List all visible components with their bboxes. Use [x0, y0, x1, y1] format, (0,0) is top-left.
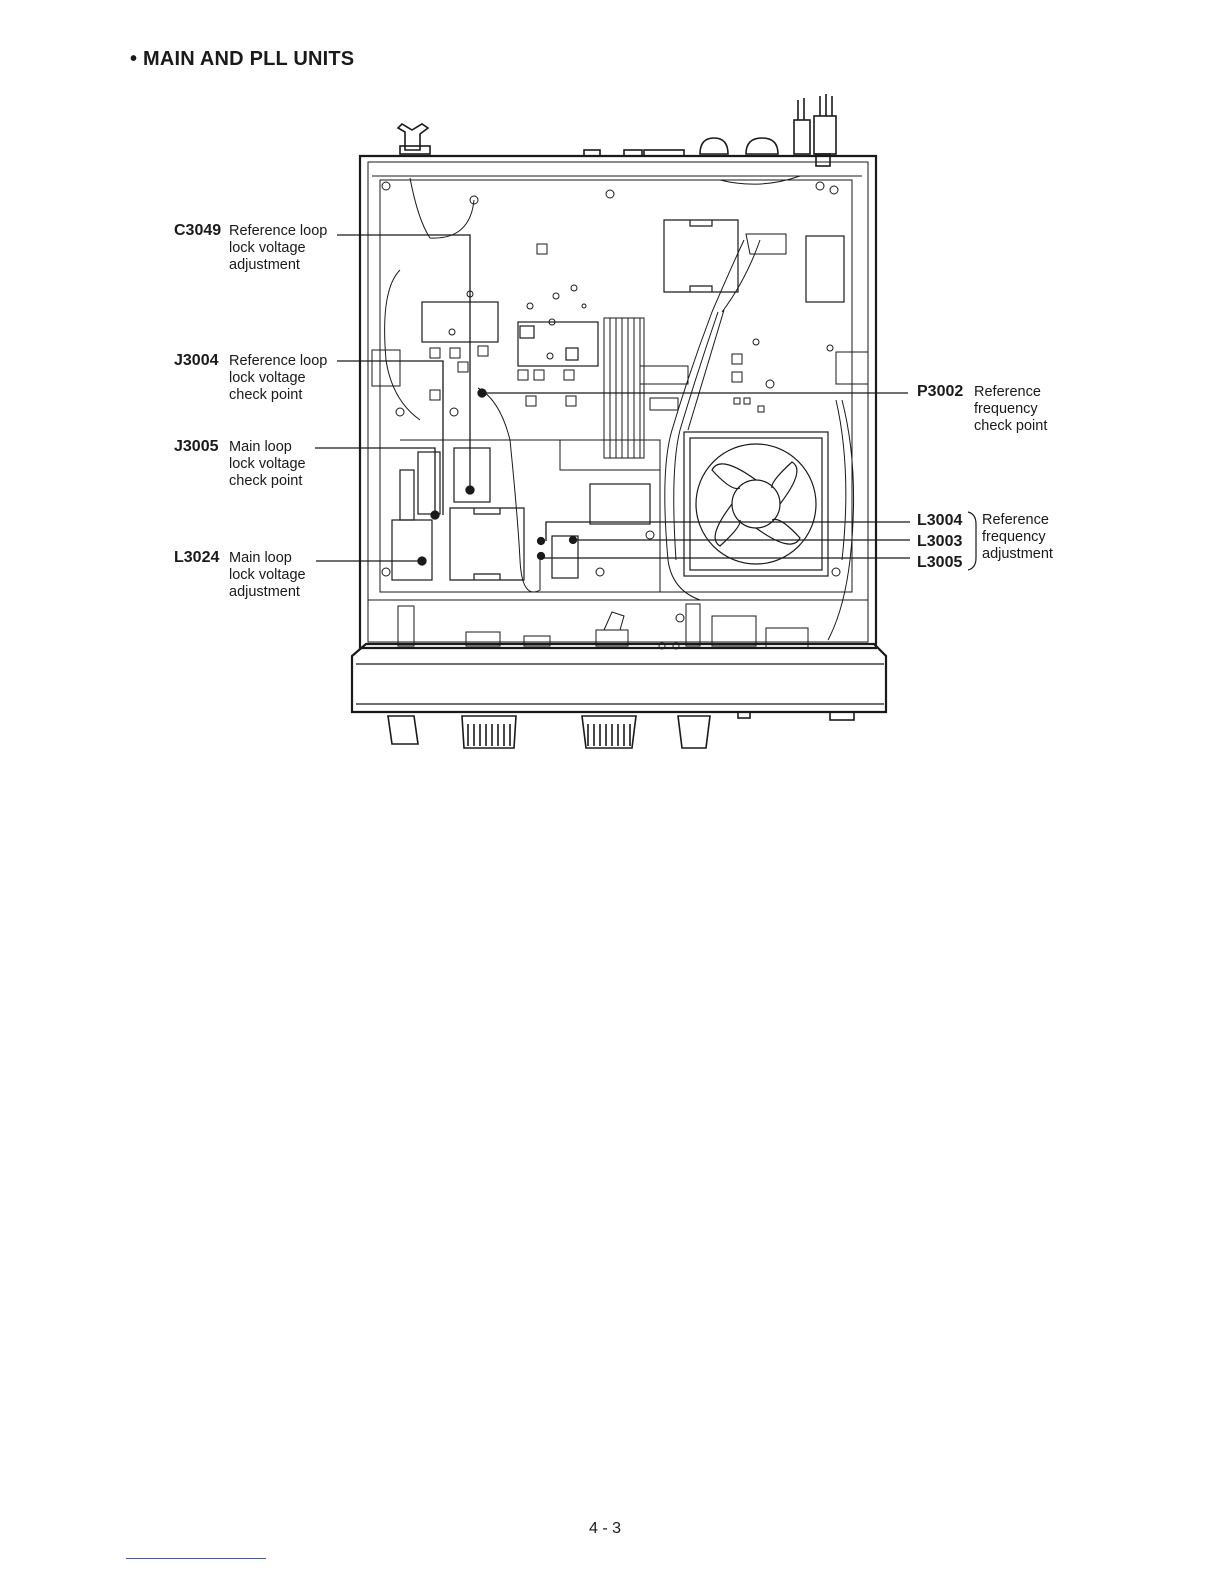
callout-l3005-ref: L3005: [917, 552, 962, 573]
callout-p3002-desc-1: Reference: [974, 384, 1041, 401]
front-knobs: [388, 712, 854, 748]
callout-lgroup-desc-2: frequency: [982, 529, 1046, 546]
screws: [382, 182, 840, 649]
callout-l3024-desc-2: lock voltage: [229, 567, 306, 584]
callout-j3004-desc-3: check point: [229, 387, 302, 404]
callout-j3005-desc-1: Main loop: [229, 439, 292, 456]
callout-j3005-desc-2: lock voltage: [229, 456, 306, 473]
callout-c3049-desc-2: lock voltage: [229, 240, 306, 257]
callout-j3004-desc-2: lock voltage: [229, 370, 306, 387]
ribbon-cable: [604, 318, 688, 458]
cooling-fan: [684, 432, 828, 576]
chassis-frame: [360, 156, 876, 648]
callout-l3024-desc-3: adjustment: [229, 584, 300, 601]
footer-rule: [126, 1558, 266, 1559]
callout-j3004-desc-1: Reference loop: [229, 353, 327, 370]
callout-l3004-ref: L3004: [917, 510, 962, 531]
callout-p3002-ref: P3002: [917, 383, 963, 401]
callout-j3005-ref: J3005: [174, 438, 219, 456]
callout-p3002-desc-2: frequency: [974, 401, 1038, 418]
callout-lgroup-desc-3: adjustment: [982, 546, 1053, 563]
callout-c3049-desc-3: adjustment: [229, 257, 300, 274]
page-number: 4 - 3: [0, 1520, 1210, 1538]
callout-j3005-desc-3: check point: [229, 473, 302, 490]
front-panel: [352, 644, 886, 712]
callout-j3004-ref: J3004: [174, 352, 219, 370]
front-panel-internals: [398, 604, 808, 648]
callout-p3002-desc-3: check point: [974, 418, 1047, 435]
callout-l3003-ref: L3003: [917, 531, 962, 552]
components: [372, 196, 868, 412]
callout-l3024-ref: L3024: [174, 549, 219, 567]
callout-c3049-ref: C3049: [174, 222, 221, 240]
shield-cases: [392, 220, 844, 580]
callout-l3024-desc-1: Main loop: [229, 550, 292, 567]
callout-lgroup-desc-1: Reference: [982, 512, 1049, 529]
l-group-refs: L3004 L3003 L3005: [917, 510, 962, 573]
callout-c3049-desc-1: Reference loop: [229, 223, 327, 240]
